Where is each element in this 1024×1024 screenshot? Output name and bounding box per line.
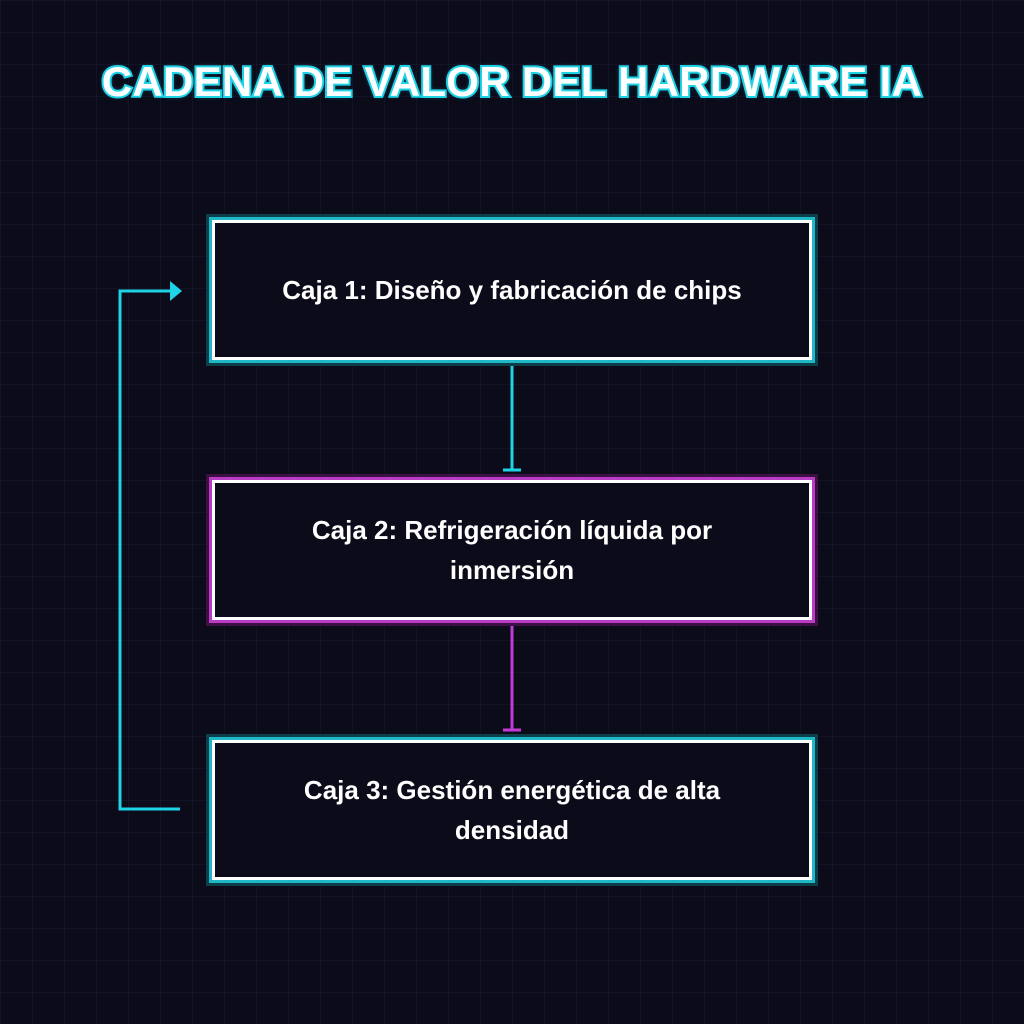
box-energy-management: Caja 3: Gestión energética de alta densi… <box>212 740 812 880</box>
connector-box2-to-box3 <box>503 622 521 732</box>
box-label: Caja 3: Gestión energética de alta densi… <box>303 775 721 845</box>
box-liquid-cooling: Caja 2: Refrigeración líquida por inmers… <box>212 480 812 620</box>
diagram-title: CADENA DE VALOR DEL HARDWARE IA <box>100 56 924 107</box>
box-chip-design: Caja 1: Diseño y fabricación de chips <box>212 220 812 360</box>
arrow-head-icon <box>170 281 182 301</box>
feedback-loop-arrow <box>118 281 182 811</box>
connector-box1-to-box2 <box>503 362 521 472</box>
box-label: Caja 2: Refrigeración líquida por inmers… <box>311 515 713 585</box>
box-label: Caja 1: Diseño y fabricación de chips <box>282 275 742 305</box>
